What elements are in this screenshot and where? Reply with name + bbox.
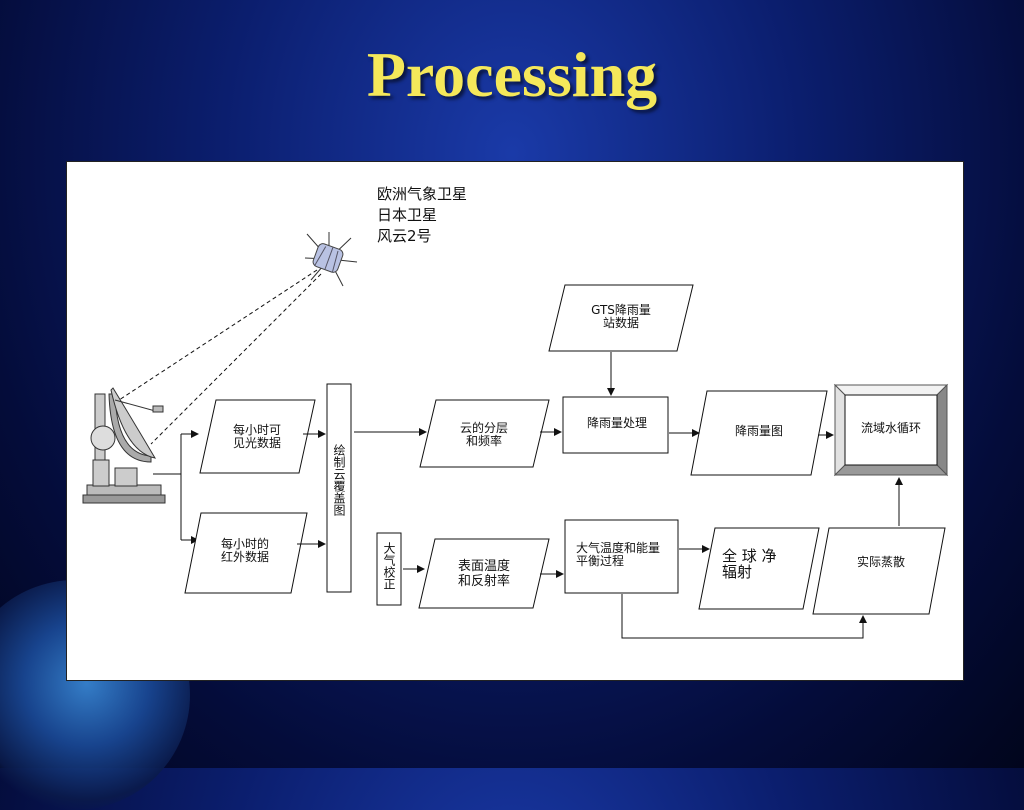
visible-data-label: 每小时可 见光数据 [232, 423, 281, 450]
flowchart-panel: 欧洲气象卫星 日本卫星 风云2号 GTS降雨量 站数据 每小时可 见光数据 每小… [66, 161, 964, 681]
atm-correction-label: 大气校正 [382, 542, 396, 590]
rain-processing-node [562, 396, 669, 454]
energy-balance-label: 大气温度和能量 平衡过程 [576, 541, 661, 568]
energy-balance-node [564, 519, 679, 594]
rain-processing-label: 降雨量处理 [586, 416, 647, 430]
satellite-label: 风云2号 [377, 227, 432, 245]
satellite-label: 日本卫星 [377, 206, 438, 224]
rain-map-node [690, 390, 828, 476]
evapotranspiration-node [812, 527, 946, 615]
slide-title: Processing [366, 39, 658, 110]
satellite-label: 欧洲气象卫星 [377, 185, 468, 203]
flowchart-canvas [82, 232, 949, 639]
gts-rain-label: GTS降雨量 站数据 [591, 303, 651, 330]
rain-map-label: 降雨量图 [734, 424, 783, 438]
cloud-cover-map-label: 绘制云覆盖图 [332, 444, 346, 516]
satellite-list: 欧洲气象卫星 日本卫星 风云2号 [377, 184, 467, 247]
atm-correction-node [376, 532, 402, 606]
infrared-data-label: 每小时的 红外数据 [220, 537, 269, 564]
cloud-cover-map-node [326, 383, 352, 593]
infrared-data-node [184, 512, 308, 594]
beam-line [112, 269, 318, 405]
satellite-icon [304, 232, 358, 287]
surface-temp-node [418, 538, 550, 609]
dish-antenna-icon [82, 387, 166, 504]
cloud-layer-node [419, 399, 550, 468]
gts-rain-node [548, 284, 694, 352]
cloud-layer-label: 云的分层 和频率 [459, 421, 508, 448]
net-radiation-node [698, 527, 820, 610]
beam-line [150, 273, 322, 445]
surface-temp-label: 表面温度 和反射率 [457, 559, 510, 589]
net-radiation-label: 全 球 净 辐射 [722, 547, 777, 581]
arrow [621, 594, 867, 639]
evapotranspiration-label: 实际蒸散 [856, 555, 905, 569]
basin-water-cycle-label: 流域水循环 [860, 421, 921, 435]
basin-water-cycle-node [833, 383, 949, 477]
visible-data-node [199, 399, 316, 474]
